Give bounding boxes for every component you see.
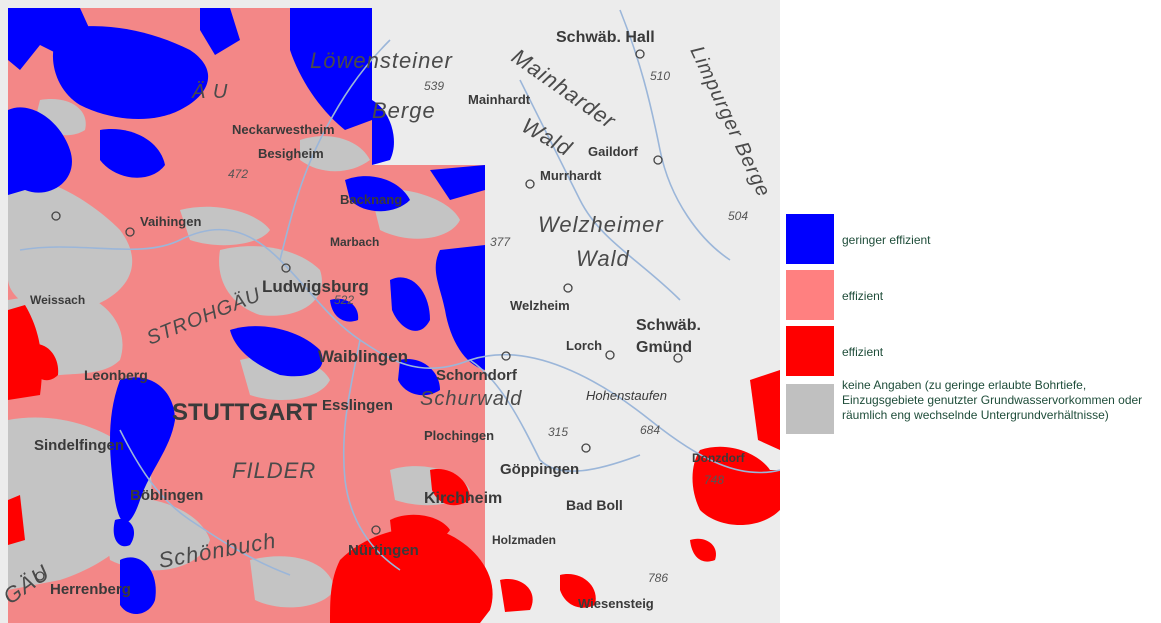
- no-data-patches-west: [8, 99, 470, 608]
- marker-gaildorf: [653, 155, 663, 165]
- town-mainhardt: Mainhardt: [468, 92, 531, 107]
- town-murrhardt: Murrhardt: [540, 168, 602, 183]
- town-holzmaden: Holzmaden: [492, 533, 556, 547]
- marker-goeppingen: [581, 443, 591, 453]
- town-schorndorf: Schorndorf: [436, 367, 518, 384]
- town-wiesensteig: Wiesensteig: [578, 596, 654, 611]
- legend-item-less-efficient: geringer effizient: [786, 212, 1158, 268]
- region-loewensteiner: Löwensteiner: [310, 48, 454, 73]
- region-schurwald: Schurwald: [420, 388, 522, 410]
- groundwater-efficiency-map[interactable]: Löwensteiner Berge Mainharder Wald Welzh…: [0, 0, 780, 623]
- legend-item-efficient-dark: effizient: [786, 324, 1158, 380]
- town-donzdorf: Donzdorf: [692, 451, 746, 465]
- marker-nuertingen: [371, 525, 381, 535]
- region-welzheimer: Welzheimer: [538, 212, 664, 237]
- marker-murrhardt: [525, 179, 535, 189]
- town-herrenberg: Herrenberg: [50, 581, 131, 598]
- town-neckarwestheim: Neckarwestheim: [232, 122, 335, 137]
- legend-swatch-red: [786, 326, 834, 376]
- legend-item-no-data: keine Angaben (zu geringe erlaubte Bohrt…: [786, 378, 1158, 444]
- legend-swatch-pink: [786, 270, 834, 320]
- legend-label: geringer effizient: [842, 233, 931, 247]
- town-hohenstaufen: Hohenstaufen: [586, 388, 667, 403]
- town-welzheim: Welzheim: [510, 298, 570, 313]
- town-nuertingen: Nürtingen: [348, 542, 419, 559]
- marker-vaihingen: [125, 227, 135, 237]
- marker-lorch: [605, 350, 615, 360]
- legend-label: effizient: [842, 345, 884, 359]
- town-waiblingen: Waiblingen: [318, 347, 408, 366]
- town-schwaeb-gmuend-line2: Gmünd: [636, 339, 692, 356]
- rivers: [19, 9, 780, 576]
- less-efficient-zones: [8, 8, 485, 615]
- region-zabergaeu: Ä U: [191, 81, 228, 103]
- legend-swatch-grey: [786, 384, 834, 434]
- elevation-504: 504: [728, 209, 748, 223]
- elevation-510: 510: [650, 69, 670, 83]
- town-goeppingen: Göppingen: [500, 461, 579, 478]
- marker-ludwigsburg: [281, 263, 291, 273]
- town-kirchheim: Kirchheim: [424, 490, 502, 507]
- town-bad-boll: Bad Boll: [566, 497, 623, 513]
- region-welzheimer-wald: Wald: [576, 246, 630, 271]
- town-vaihingen: Vaihingen: [140, 214, 201, 229]
- town-gaildorf: Gaildorf: [588, 144, 639, 159]
- town-markers: [35, 49, 683, 581]
- town-sindelfingen: Sindelfingen: [34, 437, 124, 454]
- legend-label: effizient: [842, 289, 884, 303]
- town-marbach: Marbach: [330, 235, 379, 249]
- town-labels: Schwäb. Hall Mainhardt Gaildorf Murrhard…: [30, 29, 746, 611]
- marker-welzheim: [563, 283, 573, 293]
- town-plochingen: Plochingen: [424, 428, 494, 443]
- legend-item-efficient-light: effizient: [786, 268, 1158, 324]
- town-lorch: Lorch: [566, 338, 602, 353]
- efficient-dark-zones: [8, 305, 780, 623]
- region-berge: Berge: [372, 98, 436, 123]
- elevation-472: 472: [228, 167, 248, 181]
- town-esslingen: Esslingen: [322, 397, 393, 414]
- town-backnang: Backnang: [340, 192, 402, 207]
- town-schwaeb-gmuend-line1: Schwäb.: [636, 317, 701, 334]
- town-ludwigsburg: Ludwigsburg: [262, 277, 369, 296]
- marker-gmuend: [673, 353, 683, 363]
- elevation-labels: 539 510 504 377 522 472 315 684 786 748: [228, 69, 748, 585]
- map-canvas: Löwensteiner Berge Mainharder Wald Welzh…: [0, 8, 780, 623]
- marker-west: [51, 211, 61, 221]
- marker-schwaeb-hall: [635, 49, 645, 59]
- elevation-748: 748: [704, 473, 724, 487]
- legend-swatch-blue: [786, 214, 834, 264]
- elevation-786: 786: [648, 571, 668, 585]
- map-legend: geringer effizient effizient effizient k…: [786, 212, 1158, 444]
- elevation-315: 315: [548, 425, 568, 439]
- marker-schorndorf: [501, 351, 511, 361]
- marker-herrenberg: [35, 571, 45, 581]
- legend-label: keine Angaben (zu geringe erlaubte Bohrt…: [842, 378, 1143, 422]
- elevation-377: 377: [490, 235, 511, 249]
- elevation-539: 539: [424, 79, 444, 93]
- elevation-522: 522: [334, 293, 354, 307]
- elevation-684: 684: [640, 423, 660, 437]
- town-schwaeb-hall: Schwäb. Hall: [556, 29, 655, 46]
- town-weissach: Weissach: [30, 293, 85, 307]
- region-filder: FILDER: [232, 458, 316, 483]
- town-boeblingen: Böblingen: [130, 487, 203, 504]
- town-besigheim: Besigheim: [258, 146, 324, 161]
- town-stuttgart: STUTTGART: [172, 399, 318, 426]
- town-leonberg: Leonberg: [84, 367, 148, 383]
